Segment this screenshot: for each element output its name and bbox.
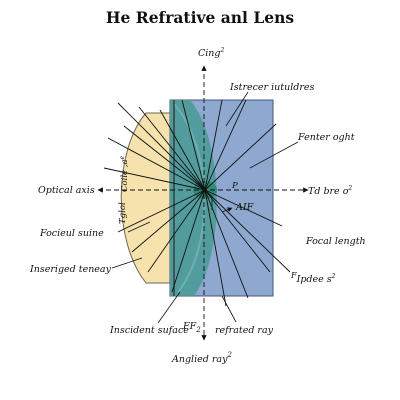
diagram-title: He Refrative anl Lens [106, 8, 294, 27]
ray [138, 106, 206, 191]
ray [204, 99, 223, 191]
label-istrecer: Istrecer iutuldres [229, 82, 314, 93]
label-f-ipdee: FIpdee s2 [290, 271, 336, 285]
label-fenter: Fenter oght [297, 132, 355, 143]
ray [171, 189, 206, 293]
ray [204, 189, 227, 307]
ray [159, 109, 206, 191]
label-p: P [231, 181, 238, 191]
label-incident: Inscident suface [109, 325, 189, 336]
ray [103, 167, 206, 191]
label-td-bre: Td bre o2 [308, 185, 352, 197]
label-refrated: refrated ray [215, 325, 274, 336]
label-ff2: FF2 [182, 321, 201, 334]
label-coile: Coile ,ae [119, 155, 130, 192]
ray [147, 189, 206, 273]
ray [204, 99, 247, 191]
label-inserged: Inseriged teneay [29, 264, 112, 275]
ray [107, 137, 206, 191]
leader-lines [111, 91, 299, 324]
ray [204, 123, 277, 191]
label-anglied: Anglied ray2 [171, 351, 232, 365]
label-focieul: Focieul suine [39, 228, 104, 239]
label-focal-length: Focal length [305, 236, 366, 247]
label-aif: AIF [235, 202, 254, 213]
ray [131, 189, 206, 253]
ray [181, 99, 206, 191]
label-top-axis: Cing2 [198, 47, 225, 59]
ray [204, 189, 283, 227]
ray [123, 125, 206, 191]
label-optical-axis: Optical axis [38, 185, 95, 196]
ray [204, 189, 291, 273]
ray [204, 189, 271, 273]
label-tglol: Tglol [118, 202, 128, 224]
ray-fan [103, 99, 291, 307]
ray [117, 102, 206, 191]
convex-lens [120, 112, 171, 284]
ray [117, 189, 206, 233]
